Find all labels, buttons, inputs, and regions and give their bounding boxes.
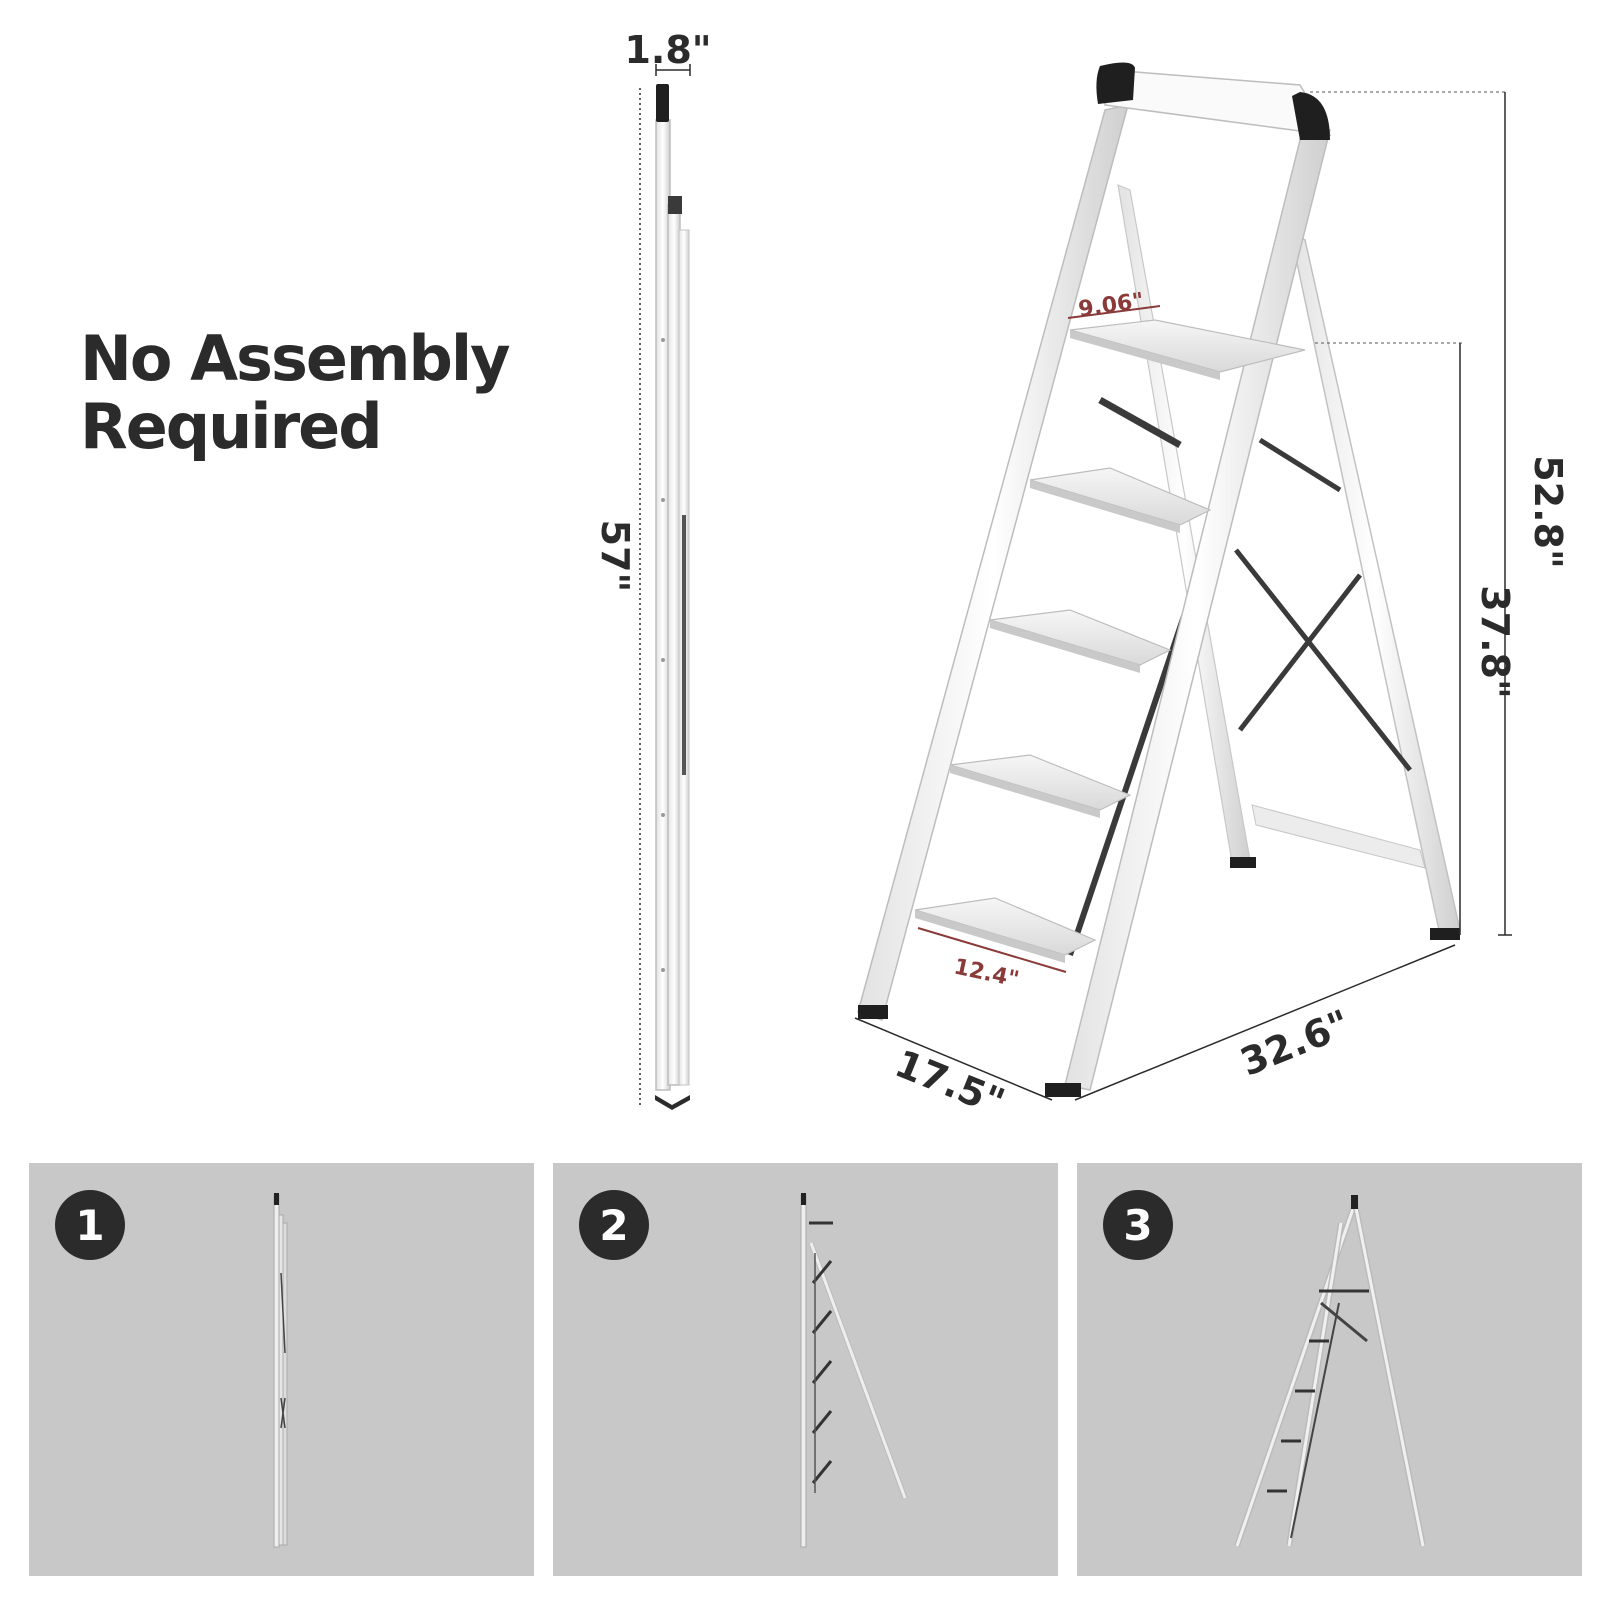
base-depth-label: 32.6" bbox=[1234, 1001, 1356, 1084]
total-height-label: 52.8" bbox=[1526, 455, 1570, 569]
unfolding-ladder-icon bbox=[800, 1193, 908, 1548]
headline: No Assembly Required bbox=[80, 322, 511, 463]
ladder-illustration: 1.8" 57" bbox=[593, 28, 1570, 1125]
dim-folded-height: 57" bbox=[593, 88, 641, 1108]
open-ladder-icon bbox=[1234, 1195, 1426, 1547]
step-1 bbox=[1069, 319, 1306, 380]
panel-step-3: 3 bbox=[1077, 1163, 1582, 1576]
panel-step-2: 2 bbox=[553, 1163, 1058, 1576]
step-number-badge: 2 bbox=[579, 1190, 649, 1260]
step-depth-label: 9.06" bbox=[1077, 289, 1146, 323]
step-5 bbox=[914, 897, 1097, 963]
headline-line-2: Required bbox=[80, 390, 383, 463]
step-3 bbox=[989, 609, 1172, 673]
folded-ladder-icon bbox=[273, 1193, 288, 1548]
headline-line-1: No Assembly bbox=[80, 322, 511, 395]
folded-thickness-label: 1.8" bbox=[624, 28, 711, 72]
step-number-badge: 1 bbox=[55, 1190, 125, 1260]
dim-total-height: 52.8" bbox=[1310, 91, 1570, 936]
base-width-label: 17.5" bbox=[889, 1041, 1011, 1124]
folded-height-label: 57" bbox=[593, 520, 637, 593]
step-4 bbox=[949, 754, 1132, 818]
dim-base-width: 17.5" bbox=[854, 1017, 1053, 1125]
platform-height-label: 37.8" bbox=[1473, 585, 1517, 699]
panel-step-1: 1 bbox=[29, 1163, 534, 1576]
step-2 bbox=[1029, 467, 1212, 533]
step-width-label: 12.4" bbox=[952, 955, 1022, 993]
dim-folded-thickness: 1.8" bbox=[624, 28, 712, 76]
folded-ladder bbox=[655, 84, 690, 1110]
open-ladder bbox=[857, 62, 1461, 1097]
dim-platform-height: 37.8" bbox=[1315, 342, 1517, 935]
dim-base-depth: 32.6" bbox=[1074, 944, 1456, 1101]
step-number-badge: 3 bbox=[1103, 1190, 1173, 1260]
